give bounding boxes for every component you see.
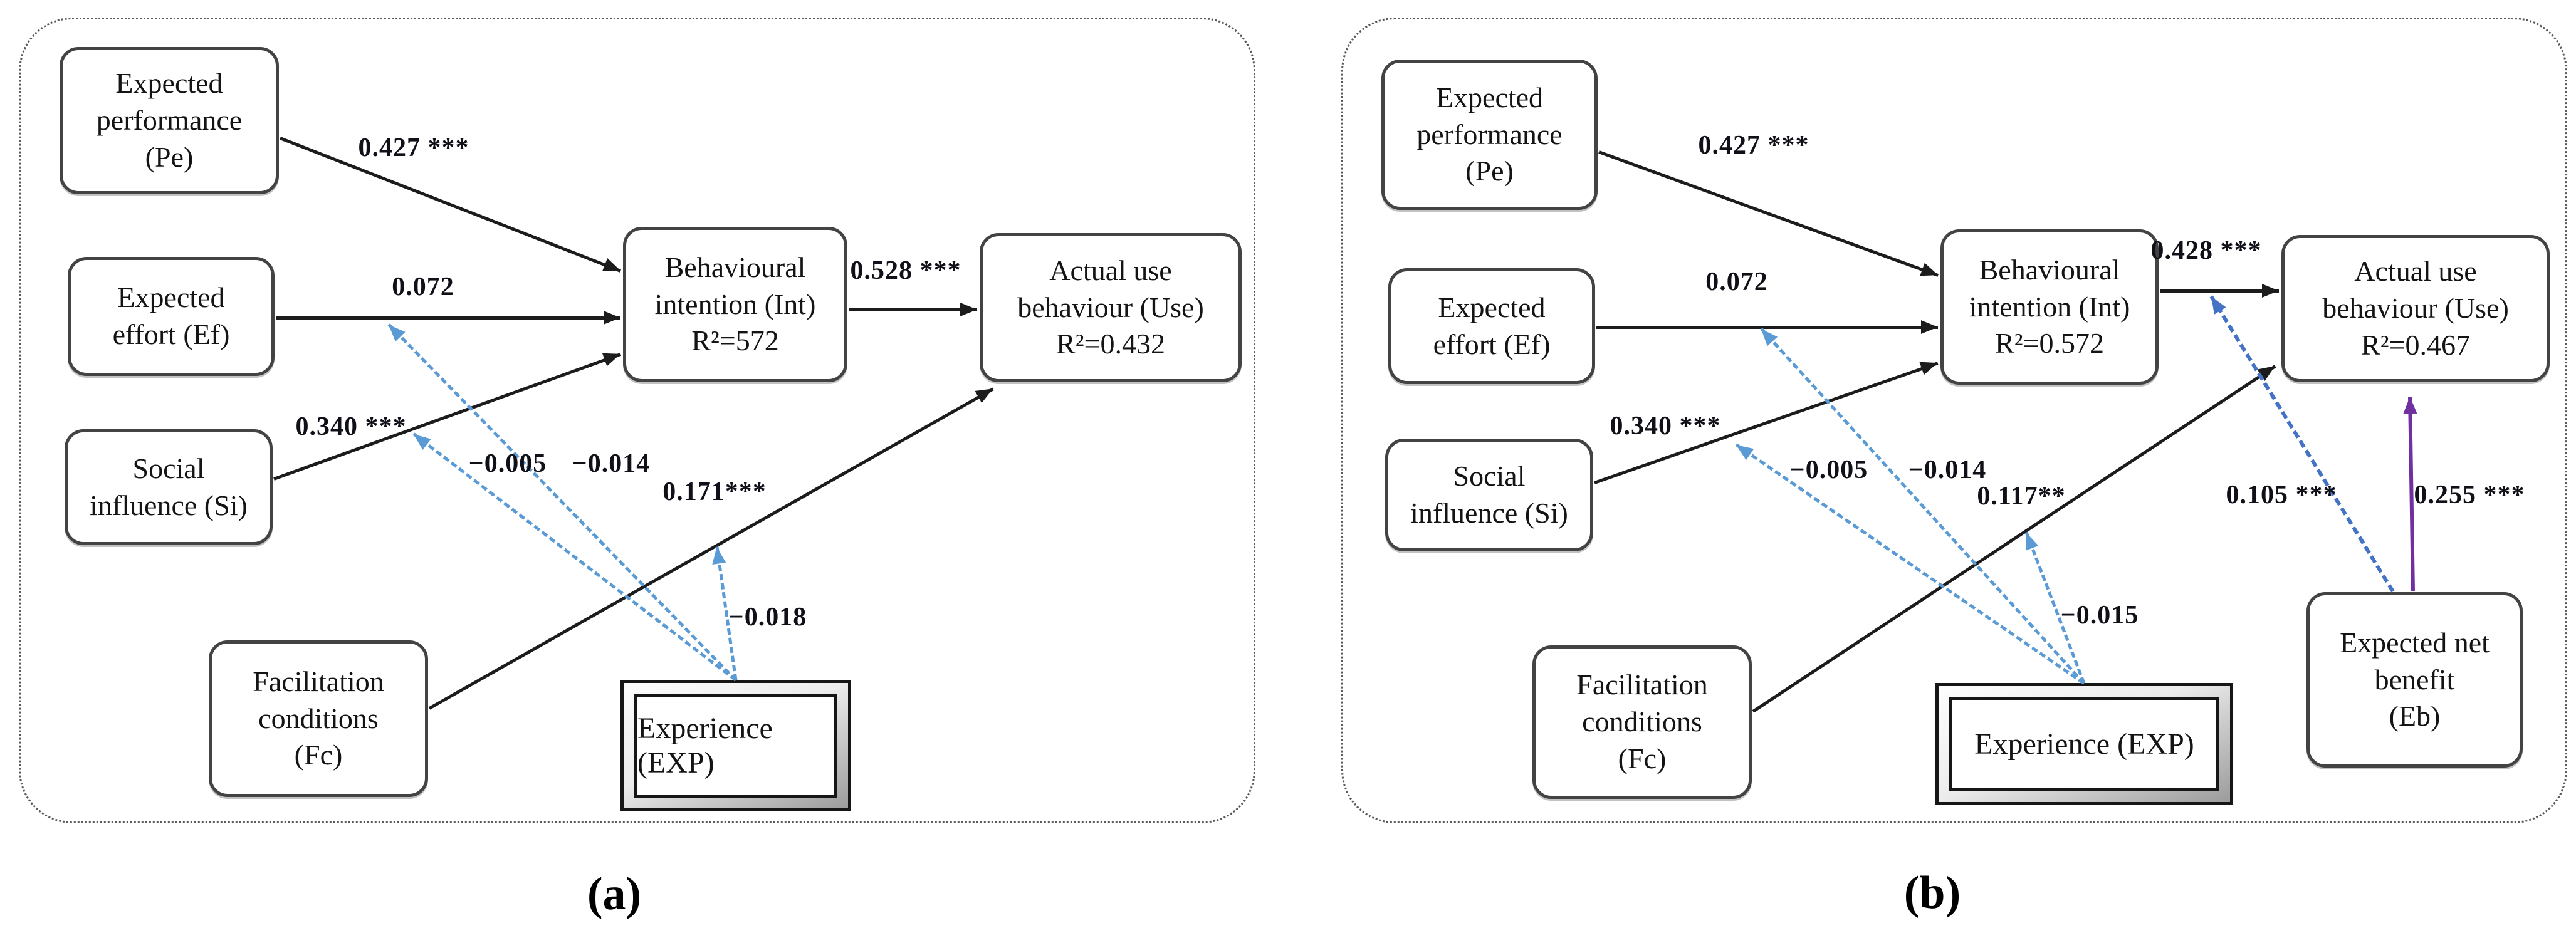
node-social-influence-a: Social influence (Si) [65, 429, 273, 545]
coef-int-use-b: 0.428 *** [2150, 236, 2262, 265]
coef-int-use-a: 0.528 *** [850, 256, 961, 285]
node-line: influence (Si) [1410, 497, 1568, 529]
node-line: Expected [117, 281, 225, 314]
node-line: (Pe) [145, 140, 194, 173]
node-line: effort (Ef) [112, 318, 230, 350]
coef-pe-int-b: 0.427 *** [1698, 131, 1809, 160]
node-line: intention (Int) [654, 288, 816, 320]
node-line: Actual use [2354, 255, 2477, 288]
node-line: (Fc) [1618, 742, 1667, 774]
experience-inner-panel: Experience (EXP) [634, 694, 837, 798]
node-line: influence (Si) [90, 489, 248, 521]
node-expected-performance-a: Expected performance (Pe) [60, 47, 279, 194]
node-line: Expected [1438, 291, 1546, 323]
node-line: Social [132, 452, 205, 484]
path-ef-int-a [276, 311, 620, 325]
coef-si-int-a: 0.340 *** [295, 412, 407, 441]
node-line: behaviour (Use) [2322, 292, 2509, 325]
coef-ef-int-a: 0.072 [392, 273, 454, 301]
node-expected-performance-b: Expected performance (Pe) [1381, 60, 1598, 210]
node-expected-net-benefit-b: Expected net benefit (Eb) [2306, 592, 2523, 768]
coef-fc-use-b: 0.117** [1977, 482, 2066, 511]
node-line: Expected [1435, 81, 1544, 113]
r-squared-value: R²=572 [691, 325, 779, 357]
coef-fc-use-a: 0.171*** [662, 477, 767, 506]
node-facilitation-conditions-b: Facilitation conditions (Fc) [1532, 645, 1752, 799]
node-expected-effort-a: Expected effort (Ef) [68, 257, 275, 376]
node-line: Experience (EXP) [637, 712, 773, 779]
node-line: effort (Ef) [1433, 328, 1551, 360]
coef-moderation-ef-b: −0.014 [1908, 456, 1987, 484]
caption-a: (a) [587, 868, 642, 920]
coef-pe-int-a: 0.427 *** [358, 133, 469, 162]
coef-si-int-b: 0.340 *** [1610, 412, 1721, 440]
node-behavioural-intention-a: Behavioural intention (Int) R²=572 [623, 227, 847, 382]
node-line: Experience (EXP) [1974, 727, 2194, 761]
node-facilitation-conditions-a: Facilitation conditions (Fc) [209, 640, 428, 797]
node-line: Facilitation [1576, 669, 1708, 701]
node-line: behaviour (Use) [1017, 291, 1204, 323]
node-line: Behavioural [664, 251, 806, 283]
node-line: performance [1416, 118, 1563, 150]
node-line: (Fc) [294, 739, 343, 771]
experience-inner-panel: Experience (EXP) [1949, 697, 2219, 791]
coef-moderation-fc-a: −0.018 [728, 603, 807, 632]
node-line: performance [96, 104, 243, 137]
r-squared-value: R²=0.467 [2361, 328, 2470, 361]
coef-eb-use-b: 0.255 *** [2414, 481, 2525, 509]
node-line: Expected [115, 67, 223, 100]
node-expected-effort-b: Expected effort (Ef) [1388, 268, 1595, 384]
coef-moderation-si-a: −0.005 [468, 449, 547, 478]
node-behavioural-intention-b: Behavioural intention (Int) R²=0.572 [1940, 229, 2159, 385]
node-line: (Eb) [2389, 700, 2441, 732]
node-experience-b: Experience (EXP) [1935, 683, 2233, 805]
node-line: Actual use [1049, 254, 1172, 286]
node-line: (Pe) [1465, 155, 1514, 187]
coef-eb-moderation-b: 0.105 *** [2226, 481, 2337, 509]
node-experience-a: Experience (EXP) [620, 680, 851, 811]
r-squared-value: R²=0.432 [1056, 328, 1165, 360]
node-actual-use-a: Actual use behaviour (Use) R²=0.432 [980, 233, 1242, 382]
coef-ef-int-b: 0.072 [1705, 268, 1768, 296]
node-social-influence-b: Social influence (Si) [1385, 439, 1593, 551]
node-line: conditions [1582, 706, 1702, 738]
coef-moderation-si-b: −0.005 [1789, 456, 1868, 484]
caption-b: (b) [1903, 867, 1961, 919]
node-actual-use-b: Actual use behaviour (Use) R²=0.467 [2281, 235, 2550, 382]
r-squared-value: R²=0.572 [1995, 327, 2104, 360]
node-line: conditions [258, 702, 379, 734]
path-int-use-b [2160, 284, 2279, 298]
coef-moderation-fc-b: −0.015 [2060, 601, 2139, 630]
coef-moderation-ef-a: −0.014 [572, 449, 651, 478]
node-line: Social [1453, 460, 1526, 492]
node-line: Behavioural [1979, 253, 2120, 286]
node-line: benefit [2374, 663, 2455, 696]
node-line: Facilitation [253, 665, 384, 697]
node-line: Expected net [2340, 626, 2490, 659]
path-int-use-a [849, 303, 977, 316]
node-line: intention (Int) [1969, 290, 2130, 323]
